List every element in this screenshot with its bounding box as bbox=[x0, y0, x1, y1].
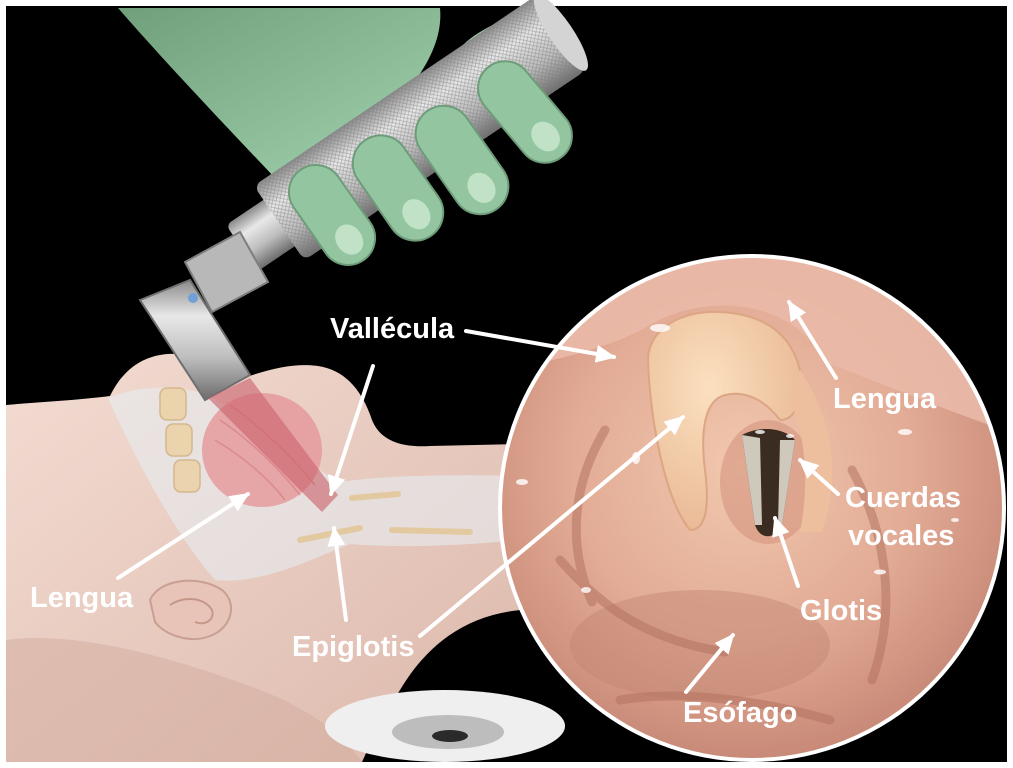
laryngoscope-light bbox=[188, 293, 198, 303]
label-esofago: Esófago bbox=[683, 697, 797, 729]
pillow bbox=[325, 690, 565, 762]
label-lengua-side: Lengua bbox=[30, 582, 134, 614]
label-cuerdas-vocales-line2: vocales bbox=[848, 520, 954, 552]
label-cuerdas-vocales-line1: Cuerdas bbox=[845, 482, 961, 514]
label-vallecula: Vallécula bbox=[330, 313, 455, 345]
label-epiglotis: Epiglotis bbox=[292, 631, 414, 663]
label-lengua-view: Lengua bbox=[833, 383, 937, 415]
label-glotis: Glotis bbox=[800, 595, 882, 627]
